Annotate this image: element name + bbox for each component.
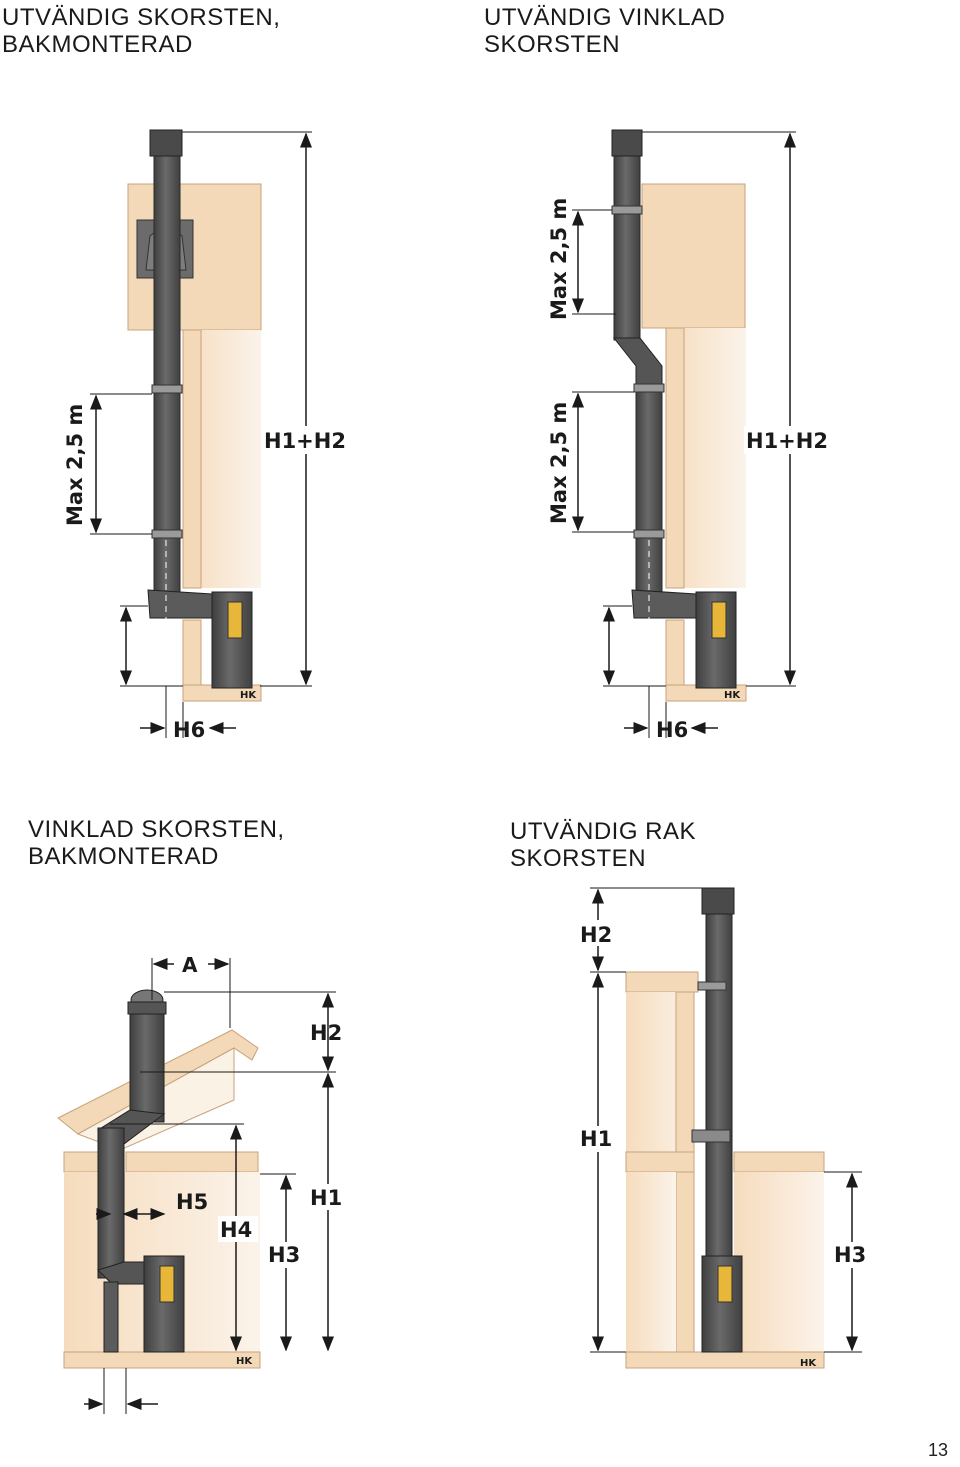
floor-slab bbox=[625, 1351, 825, 1369]
wall-bracket bbox=[697, 981, 727, 991]
diagram-2: HK Max 2,5 m Max 2,5 m H1+H2 H6 bbox=[547, 129, 834, 742]
h3-label: H3 bbox=[268, 1243, 300, 1267]
vertical-pipe bbox=[97, 1127, 125, 1279]
ceiling-right bbox=[125, 1151, 259, 1173]
total-height-label: H1+H2 bbox=[746, 429, 828, 453]
label-bg bbox=[744, 426, 834, 454]
title-line: VINKLAD SKORSTEN, bbox=[28, 816, 285, 843]
pipe-offset-bend bbox=[612, 337, 663, 389]
h6-label: H6 bbox=[656, 718, 688, 742]
wall-bracket bbox=[151, 529, 183, 539]
wall-bracket bbox=[151, 384, 183, 394]
diagram-4: HK H2 H1 H3 bbox=[578, 887, 872, 1369]
tee-connector bbox=[147, 589, 213, 619]
label-bg bbox=[578, 920, 618, 946]
max-length-label-upper: Max 2,5 m bbox=[547, 198, 571, 320]
chimney-pipe-upper bbox=[613, 131, 641, 341]
stove-glass bbox=[717, 1265, 733, 1303]
wall-bracket bbox=[633, 383, 665, 393]
h4-label: H4 bbox=[220, 1218, 252, 1242]
label-bg bbox=[832, 1242, 872, 1268]
ceiling-support bbox=[691, 1129, 731, 1143]
tee-connector bbox=[631, 589, 697, 619]
h1-label: H1 bbox=[310, 1186, 342, 1210]
wall-edge bbox=[182, 329, 202, 589]
label-bg bbox=[262, 426, 352, 454]
max-length-label: Max 2,5 m bbox=[63, 404, 87, 526]
brand-label: HK bbox=[236, 1356, 253, 1367]
ceiling-right bbox=[733, 1151, 825, 1173]
stove-body bbox=[211, 591, 253, 689]
title-diagram-4: UTVÄNDIG RAK SKORSTEN bbox=[510, 818, 696, 872]
title-line: SKORSTEN bbox=[484, 31, 621, 58]
chimney-pipe bbox=[153, 131, 181, 595]
ceiling-left bbox=[63, 1151, 101, 1173]
label-bg bbox=[218, 1216, 258, 1242]
title-line: UTVÄNDIG RAK bbox=[510, 818, 697, 845]
label-bg bbox=[578, 1126, 618, 1152]
title-line: UTVÄNDIG SKORSTEN, bbox=[2, 4, 281, 31]
pipe-cap bbox=[149, 129, 183, 157]
diagram-1: HK Max 2,5 m H1+H2 H6 bbox=[63, 129, 352, 742]
title-line: UTVÄNDIG VINKLAD bbox=[484, 4, 726, 31]
diagram-3: HK A H2 H1 H3 H4 H5 bbox=[57, 953, 348, 1414]
brand-label: HK bbox=[800, 1358, 817, 1369]
h2-label: H2 bbox=[580, 923, 612, 947]
floor bbox=[665, 619, 685, 689]
pipe-cap bbox=[701, 887, 735, 915]
stove-glass bbox=[711, 601, 727, 639]
title-diagram-2: UTVÄNDIG VINKLAD SKORSTEN bbox=[484, 4, 725, 58]
title-diagram-3: VINKLAD SKORSTEN, BAKMONTERAD bbox=[28, 816, 285, 870]
h1-label: H1 bbox=[580, 1127, 612, 1151]
room-wall-right bbox=[734, 1172, 824, 1352]
room-wall-left bbox=[626, 1172, 676, 1352]
h5-label: H5 bbox=[176, 1190, 208, 1214]
pipe-cap bbox=[611, 129, 643, 157]
title-line: BAKMONTERAD bbox=[2, 31, 193, 58]
label-bg bbox=[308, 1184, 348, 1210]
page-number: 13 bbox=[927, 1440, 948, 1460]
wall-bracket bbox=[611, 205, 643, 215]
floor-slab bbox=[63, 1351, 261, 1369]
roof-wall bbox=[641, 183, 746, 329]
stove-glass bbox=[227, 601, 243, 639]
wall-edge bbox=[665, 327, 685, 589]
pipe-stub bbox=[103, 1281, 119, 1353]
h2-label: H2 bbox=[310, 1021, 342, 1045]
roof-slab bbox=[625, 971, 699, 993]
stack-cap bbox=[127, 1001, 167, 1015]
h3-label: H3 bbox=[834, 1243, 866, 1267]
chimney-stack bbox=[129, 1005, 165, 1123]
label-bg bbox=[266, 1242, 306, 1268]
a-label: A bbox=[182, 953, 198, 977]
brand-label: HK bbox=[724, 690, 741, 701]
h6-label: H6 bbox=[173, 718, 205, 742]
brand-label: HK bbox=[240, 690, 257, 701]
wall-bracket bbox=[633, 529, 665, 539]
max-length-label-lower: Max 2,5 m bbox=[547, 402, 571, 524]
total-height-label: H1+H2 bbox=[264, 429, 346, 453]
title-line: BAKMONTERAD bbox=[28, 843, 219, 870]
title-line: SKORSTEN bbox=[510, 845, 647, 872]
ceiling-left bbox=[625, 1151, 695, 1173]
title-diagram-1: UTVÄNDIG SKORSTEN, BAKMONTERAD bbox=[2, 4, 280, 58]
floor bbox=[182, 619, 202, 689]
stove-glass bbox=[159, 1265, 175, 1303]
chimney-pipe bbox=[705, 889, 733, 1261]
